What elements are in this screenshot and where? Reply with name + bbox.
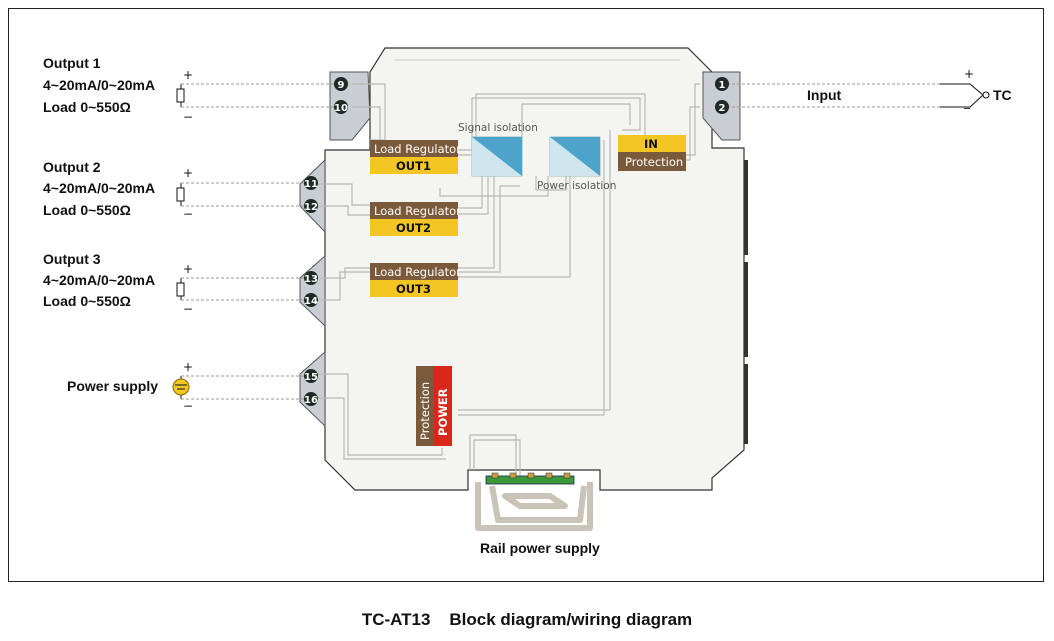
power-minus: − xyxy=(183,399,193,413)
load-regulator-2-top xyxy=(370,202,458,219)
load-regulator-2-label: Load Regulator xyxy=(374,204,461,218)
output2-load: Load 0~550Ω xyxy=(43,202,131,218)
input-plus: + xyxy=(964,67,974,81)
svg-text:15: 15 xyxy=(304,372,318,383)
diagram-frame xyxy=(8,8,1044,582)
in-protection-label: Protection xyxy=(625,155,683,169)
power-protection-label: Protection xyxy=(418,382,432,440)
output1-range: 4~20mA/0~20mA xyxy=(43,77,155,93)
housing-rib xyxy=(744,262,748,357)
wiring-diagram: Load Regulator OUT1 Load Regulator OUT2 … xyxy=(43,47,1012,556)
thermocouple-icon xyxy=(940,83,984,108)
power-protection-bar xyxy=(416,366,434,446)
output3-plus: + xyxy=(183,262,193,276)
output1-load: Load 0~550Ω xyxy=(43,99,131,115)
svg-text:14: 14 xyxy=(304,296,318,307)
rail-bus xyxy=(475,482,593,531)
output1-plus: + xyxy=(183,68,193,82)
load-regulator-3-top xyxy=(370,263,458,280)
output2-minus: − xyxy=(183,207,193,221)
signal-isolation-label: Signal isolation xyxy=(458,122,538,134)
input-label: Input xyxy=(807,87,842,103)
output3-load: Load 0~550Ω xyxy=(43,293,131,309)
output3-minus: − xyxy=(183,302,193,316)
svg-text:2: 2 xyxy=(719,103,726,114)
power-power-bar xyxy=(434,366,452,446)
out2-label: OUT2 xyxy=(396,221,431,235)
load-regulator-3-label: Load Regulator xyxy=(374,265,461,279)
out1-bar xyxy=(370,157,458,174)
output3-range: 4~20mA/0~20mA xyxy=(43,272,155,288)
output2-plus: + xyxy=(183,166,193,180)
terminal-12: 12 xyxy=(304,199,318,213)
power-plus: + xyxy=(183,360,193,374)
svg-text:11: 11 xyxy=(304,179,318,190)
caption-title: Block diagram/wiring diagram xyxy=(449,610,693,629)
power-supply-label: Power supply xyxy=(67,378,158,394)
terminal-block-left-2 xyxy=(299,158,326,234)
svg-text:9: 9 xyxy=(338,80,345,91)
svg-text:10: 10 xyxy=(334,103,348,114)
terminal-9: 9 xyxy=(334,77,348,91)
terminal-11: 11 xyxy=(304,176,318,190)
output1-minus: − xyxy=(183,110,193,124)
out2-bar xyxy=(370,219,458,236)
battery-icon xyxy=(172,376,190,399)
in-label: IN xyxy=(644,137,658,151)
load-regulator-1-label: Load Regulator xyxy=(374,142,461,156)
power-isolation-label: Power isolation xyxy=(537,180,616,192)
output2-range: 4~20mA/0~20mA xyxy=(43,180,155,196)
terminal-14: 14 xyxy=(304,293,318,307)
power-power-label: POWER xyxy=(436,388,450,436)
terminal-2: 2 xyxy=(715,100,729,114)
terminal-10: 10 xyxy=(334,100,348,114)
svg-text:12: 12 xyxy=(304,202,318,213)
rail-power-supply-label: Rail power supply xyxy=(480,540,600,556)
tc-label: TC xyxy=(993,87,1012,103)
svg-text:13: 13 xyxy=(304,274,318,285)
caption-model: TC-AT13 xyxy=(361,610,431,629)
rail-pins xyxy=(491,472,571,479)
input-minus: _ xyxy=(963,95,971,109)
output2-title: Output 2 xyxy=(43,159,101,175)
housing-rib xyxy=(744,364,748,444)
output3-title: Output 3 xyxy=(43,251,101,267)
output3-resistor-icon xyxy=(176,282,185,297)
out3-label: OUT3 xyxy=(396,282,431,296)
terminal-13: 13 xyxy=(304,271,318,285)
terminal-16: 16 xyxy=(304,392,318,406)
power-isolator-upper xyxy=(550,137,600,176)
svg-text:16: 16 xyxy=(304,395,318,406)
in-bar xyxy=(618,135,686,152)
out1-label: OUT1 xyxy=(396,159,431,173)
out3-bar xyxy=(370,280,458,297)
output1-resistor-body xyxy=(176,88,185,103)
output1-title: Output 1 xyxy=(43,55,101,71)
svg-text:1: 1 xyxy=(719,80,726,91)
terminal-15: 15 xyxy=(304,369,318,383)
signal-isolator-upper xyxy=(472,137,522,176)
thermocouple-junction xyxy=(982,91,990,99)
housing-rib xyxy=(744,160,748,255)
figure-caption: TC-AT13 Block diagram/wiring diagram xyxy=(0,610,1054,630)
load-regulator-1-top xyxy=(370,140,458,157)
in-protection-bar xyxy=(618,152,686,171)
output2-resistor-icon xyxy=(176,187,185,202)
terminal-1: 1 xyxy=(715,77,729,91)
terminal-block-left-4 xyxy=(299,350,326,428)
terminal-block-left-3 xyxy=(299,254,326,328)
